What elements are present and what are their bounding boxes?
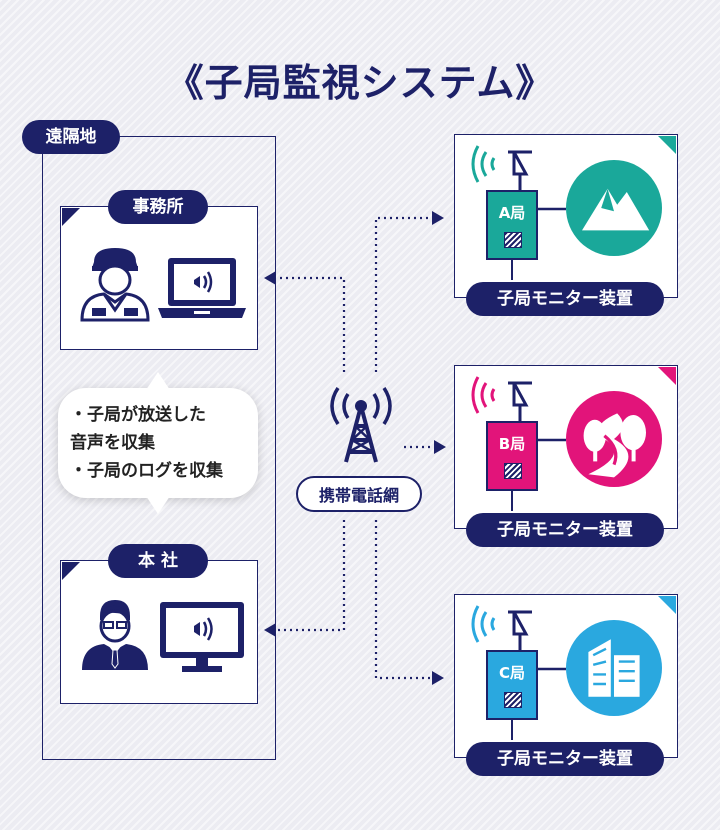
- bubble-pointer-up: [146, 372, 170, 390]
- station-c-door: [504, 692, 522, 708]
- remote-site-frame: [42, 136, 276, 760]
- station-a-door: [504, 232, 522, 248]
- page-title: 《子局監視システム》: [165, 61, 555, 105]
- monitor-icon: [160, 602, 244, 672]
- line-hq: [276, 520, 346, 632]
- station-b-stem: [511, 489, 513, 511]
- arrow-to-c: [432, 671, 444, 685]
- station-c-building: C局: [486, 650, 538, 720]
- office-corner-mark: [62, 208, 80, 226]
- network-label-text: 携帯電話網: [318, 486, 399, 505]
- headquarters-label: 本 社: [108, 544, 208, 578]
- building-icon: [566, 620, 662, 716]
- station-a-stem: [511, 258, 513, 280]
- station-a-link: [538, 207, 566, 211]
- note-line-2: 音声を収集: [70, 433, 155, 453]
- remote-site-label-text: 遠隔地: [45, 127, 97, 147]
- station-b-building: B局: [486, 421, 538, 491]
- station-c-label: C局: [498, 664, 525, 682]
- line-station-c: [374, 520, 430, 680]
- station-c-link: [538, 667, 566, 671]
- note-line-1: ・子局が放送した: [70, 405, 206, 425]
- trees-road-icon: [566, 391, 662, 487]
- station-a-building: A局: [486, 190, 538, 260]
- headquarters-label-text: 本 社: [138, 551, 178, 571]
- arrow-to-a: [432, 211, 444, 225]
- arrow-to-b: [434, 440, 446, 454]
- mountain-icon: [566, 160, 662, 256]
- station-c-corner-mark: [658, 596, 676, 614]
- line-station-a: [374, 216, 430, 372]
- worker-icon: [80, 248, 150, 322]
- station-c-stem: [511, 718, 513, 740]
- station-a-antenna-icon: [471, 145, 532, 190]
- note-line-3: ・子局のログを収集: [70, 461, 223, 481]
- network-label: 携帯電話網: [296, 476, 422, 512]
- office-label-text: 事務所: [132, 197, 184, 217]
- station-c-antenna-icon: [471, 605, 532, 650]
- station-c-monitor-label: 子局モニター装置: [466, 742, 664, 776]
- station-a-monitor-label: 子局モニター装置: [466, 282, 664, 316]
- headquarters-corner-mark: [62, 562, 80, 580]
- office-label: 事務所: [108, 190, 208, 224]
- businessman-icon: [82, 600, 148, 670]
- station-b-corner-mark: [658, 367, 676, 385]
- laptop-icon: [158, 258, 246, 318]
- arrow-to-office: [264, 271, 276, 285]
- station-a-corner-mark: [658, 136, 676, 154]
- collection-note-bubble: ・子局が放送した 音声を収集 ・子局のログを収集: [58, 388, 258, 498]
- station-a-label: A局: [498, 204, 526, 222]
- arrow-to-hq: [264, 623, 276, 637]
- line-office: [276, 276, 346, 372]
- station-b-monitor-label: 子局モニター装置: [466, 513, 664, 547]
- station-b-label: B局: [498, 435, 526, 453]
- station-b-antenna-icon: [471, 376, 532, 421]
- remote-site-label: 遠隔地: [22, 120, 120, 154]
- station-b-link: [538, 438, 566, 442]
- station-b-door: [504, 463, 522, 479]
- bubble-pointer-down: [146, 496, 170, 514]
- cell-tower-icon: [330, 387, 392, 463]
